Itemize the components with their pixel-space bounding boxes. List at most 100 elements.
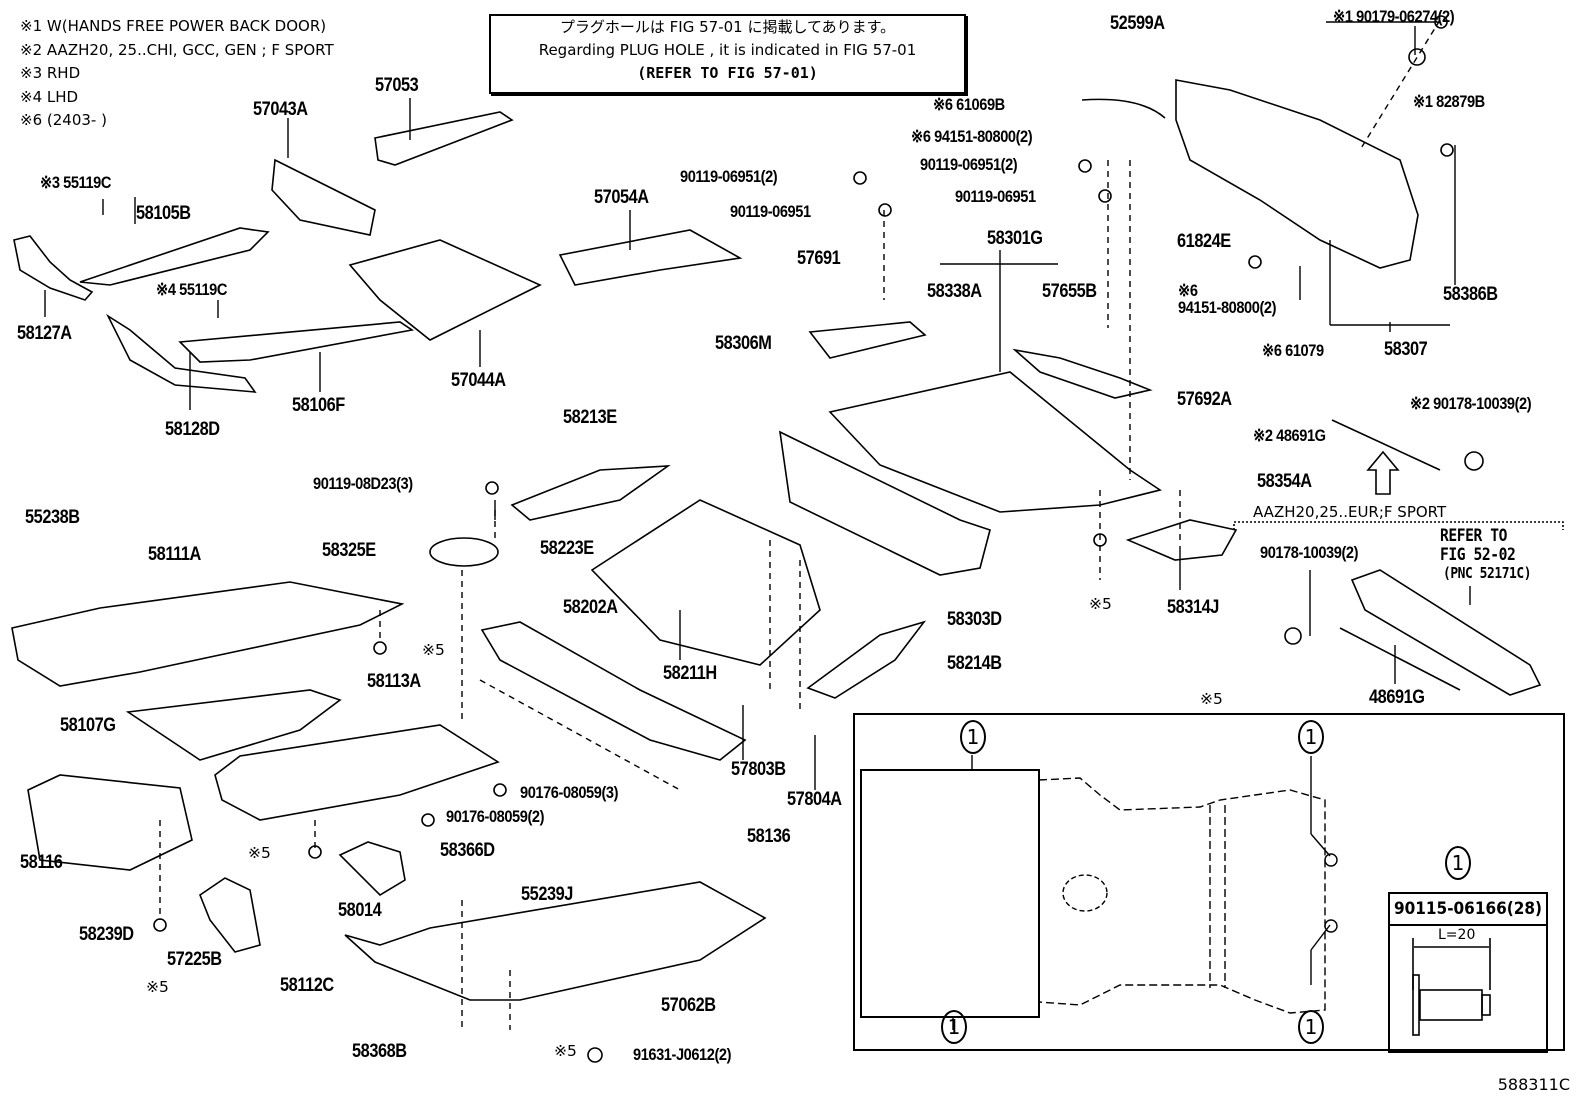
legend-item: ※2 AAZH20, 25..CHI, GCC, GEN ; F SPORT [20, 40, 334, 59]
part-label-58325e[interactable]: 58325E [322, 540, 376, 561]
part-label-82879b[interactable]: ※1 82879B [1413, 92, 1485, 111]
refer-fig-link[interactable]: FIG 52-02 [1440, 545, 1516, 565]
part-shape-57054a [558, 229, 743, 286]
part-shape-57044a [348, 239, 542, 341]
part-label-55239j[interactable]: 55239J [521, 884, 573, 905]
part-label-57062b[interactable]: 57062B [661, 995, 716, 1016]
note-star5: ※5 [1089, 595, 1112, 613]
part-label-58211h[interactable]: 58211H [663, 663, 717, 684]
part-label-58136[interactable]: 58136 [747, 826, 791, 847]
part-label-61079[interactable]: ※6 61079 [1262, 341, 1324, 360]
part-label-58303d[interactable]: 58303D [947, 609, 1002, 630]
part-shape-58113a [214, 724, 500, 821]
part-label-52599a[interactable]: 52599A [1110, 13, 1165, 34]
part-label-58366d[interactable]: 58366D [440, 840, 495, 861]
part-label-58105b[interactable]: 58105B [136, 203, 191, 224]
part-shape-58213e [510, 465, 671, 521]
fastener-location-inset [853, 713, 1565, 1051]
part-shape-58105b [79, 227, 270, 286]
part-label-55238b[interactable]: 55238B [25, 507, 80, 528]
part-label-90119-08d23[interactable]: 90119-08D23(3) [313, 474, 413, 493]
legend-item: ※4 LHD [20, 87, 79, 106]
part-label-58239d[interactable]: 58239D [79, 924, 134, 945]
refer-pnc-label: (PNC 52171C) [1443, 564, 1532, 582]
part-label-55119c-rhd[interactable]: ※3 55119C [40, 173, 111, 192]
part-label-58127a[interactable]: 58127A [17, 323, 72, 344]
part-label-94151-80800-a[interactable]: ※6 94151-80800(2) [911, 127, 1033, 146]
part-label-58301g[interactable]: 58301G [987, 228, 1043, 249]
callout-circle: 1 [960, 720, 986, 754]
part-label-61069b[interactable]: ※6 61069B [933, 95, 1005, 114]
part-label-90119-06951-b[interactable]: 90119-06951 [955, 187, 1036, 206]
eur-variant-label: AAZH20,25..EUR;F SPORT [1253, 503, 1447, 521]
part-label-90119-06951-a[interactable]: 90119-06951 [730, 202, 811, 221]
plug-hole-note-english: Regarding PLUG HOLE , it is indicated in… [538, 41, 917, 59]
part-label-94151-80800-b[interactable]: 94151-80800(2) [1178, 298, 1277, 317]
part-label-57043a[interactable]: 57043A [253, 99, 308, 120]
part-label-58202a[interactable]: 58202A [563, 597, 618, 618]
part-shape-58214b [806, 620, 927, 699]
part-label-58214b[interactable]: 58214B [947, 653, 1002, 674]
part-label-48691g-b[interactable]: 48691G [1369, 687, 1425, 708]
part-label-55119c-lhd[interactable]: ※4 55119C [156, 280, 227, 299]
part-label-58213e[interactable]: 58213E [563, 407, 617, 428]
part-shape-58303d [778, 430, 991, 576]
fastener-part-number[interactable]: 90115-06166(28) [1390, 894, 1546, 926]
callout-circle: 1 [1298, 720, 1324, 754]
part-shape-58306m [808, 321, 927, 359]
part-label-57225b[interactable]: 57225B [167, 949, 222, 970]
note-star5: ※5 [248, 844, 271, 862]
fastener-detail-box: 90115-06166(28) [1388, 892, 1548, 1053]
part-label-58386b[interactable]: 58386B [1443, 284, 1498, 305]
legend-item: ※6 (2403- ) [20, 111, 107, 129]
part-label-58354a[interactable]: 58354A [1257, 471, 1312, 492]
part-label-58128d[interactable]: 58128D [165, 419, 220, 440]
part-label-57803b[interactable]: 57803B [731, 759, 786, 780]
part-label-57054a[interactable]: 57054A [594, 187, 649, 208]
legend-item: ※3 RHD [20, 64, 81, 82]
plug-hole-reference-link[interactable]: (REFER TO FIG 57-01) [637, 64, 818, 82]
inset-title: ※5 [1200, 690, 1223, 708]
part-label-58223e[interactable]: 58223E [540, 538, 594, 559]
part-shape-58202a [480, 621, 747, 761]
part-label-58368b[interactable]: 58368B [352, 1041, 407, 1062]
part-label-90178-10039-a[interactable]: ※2 90178-10039(2) [1410, 394, 1532, 413]
part-label-58306m[interactable]: 58306M [715, 333, 772, 354]
part-label-57691[interactable]: 57691 [797, 248, 841, 269]
part-label-90119-06951-2b[interactable]: 90119-06951(2) [920, 155, 1018, 174]
part-label-58112c[interactable]: 58112C [280, 975, 334, 996]
part-label-58107g[interactable]: 58107G [60, 715, 116, 736]
part-label-57044a[interactable]: 57044A [451, 370, 506, 391]
part-shape-58106f [178, 321, 415, 363]
part-label-61824e[interactable]: 61824E [1177, 231, 1231, 252]
part-label-58116[interactable]: 58116 [20, 852, 63, 873]
part-label-58111a[interactable]: 58111A [148, 544, 201, 565]
note-star5: ※5 [422, 641, 445, 659]
part-label-58307[interactable]: 58307 [1384, 339, 1428, 360]
part-label-57655b[interactable]: 57655B [1042, 281, 1097, 302]
callout-circle: 1 [1445, 846, 1471, 880]
part-shape-61069b [1081, 98, 1166, 119]
part-label-90179-06274[interactable]: ※1 90179-06274(2) [1333, 7, 1455, 26]
part-shape-57043a [271, 158, 376, 236]
part-label-90176-08059-3[interactable]: 90176-08059(3) [520, 783, 619, 802]
part-label-57692a[interactable]: 57692A [1177, 389, 1232, 410]
part-label-58338a[interactable]: 58338A [927, 281, 982, 302]
part-label-90178-10039-b[interactable]: 90178-10039(2) [1260, 543, 1359, 562]
part-label-57804a[interactable]: 57804A [787, 789, 842, 810]
part-shape-58116 [27, 774, 193, 871]
part-label-90176-08059-2[interactable]: 90176-08059(2) [446, 807, 545, 826]
part-label-91631-j0612[interactable]: 91631-J0612(2) [633, 1045, 732, 1064]
part-label-58014[interactable]: 58014 [338, 900, 382, 921]
part-label-58113a[interactable]: 58113A [367, 671, 421, 692]
legend-item: ※1 W(HANDS FREE POWER BACK DOOR) [20, 17, 327, 35]
part-label-48691g-a[interactable]: ※2 48691G [1253, 426, 1326, 445]
part-shape-57655b [1012, 348, 1153, 399]
part-label-58314j[interactable]: 58314J [1167, 597, 1219, 618]
part-shape-58211h [590, 499, 821, 666]
part-label-90119-06951-2a[interactable]: 90119-06951(2) [680, 167, 778, 186]
part-label-57053[interactable]: 57053 [375, 75, 419, 96]
part-label-58106f[interactable]: 58106F [292, 395, 345, 416]
part-shape-57225b [199, 877, 261, 953]
plug-hole-note: プラグホールは FIG 57-01 に掲載してあります。 Regarding P… [489, 14, 966, 94]
